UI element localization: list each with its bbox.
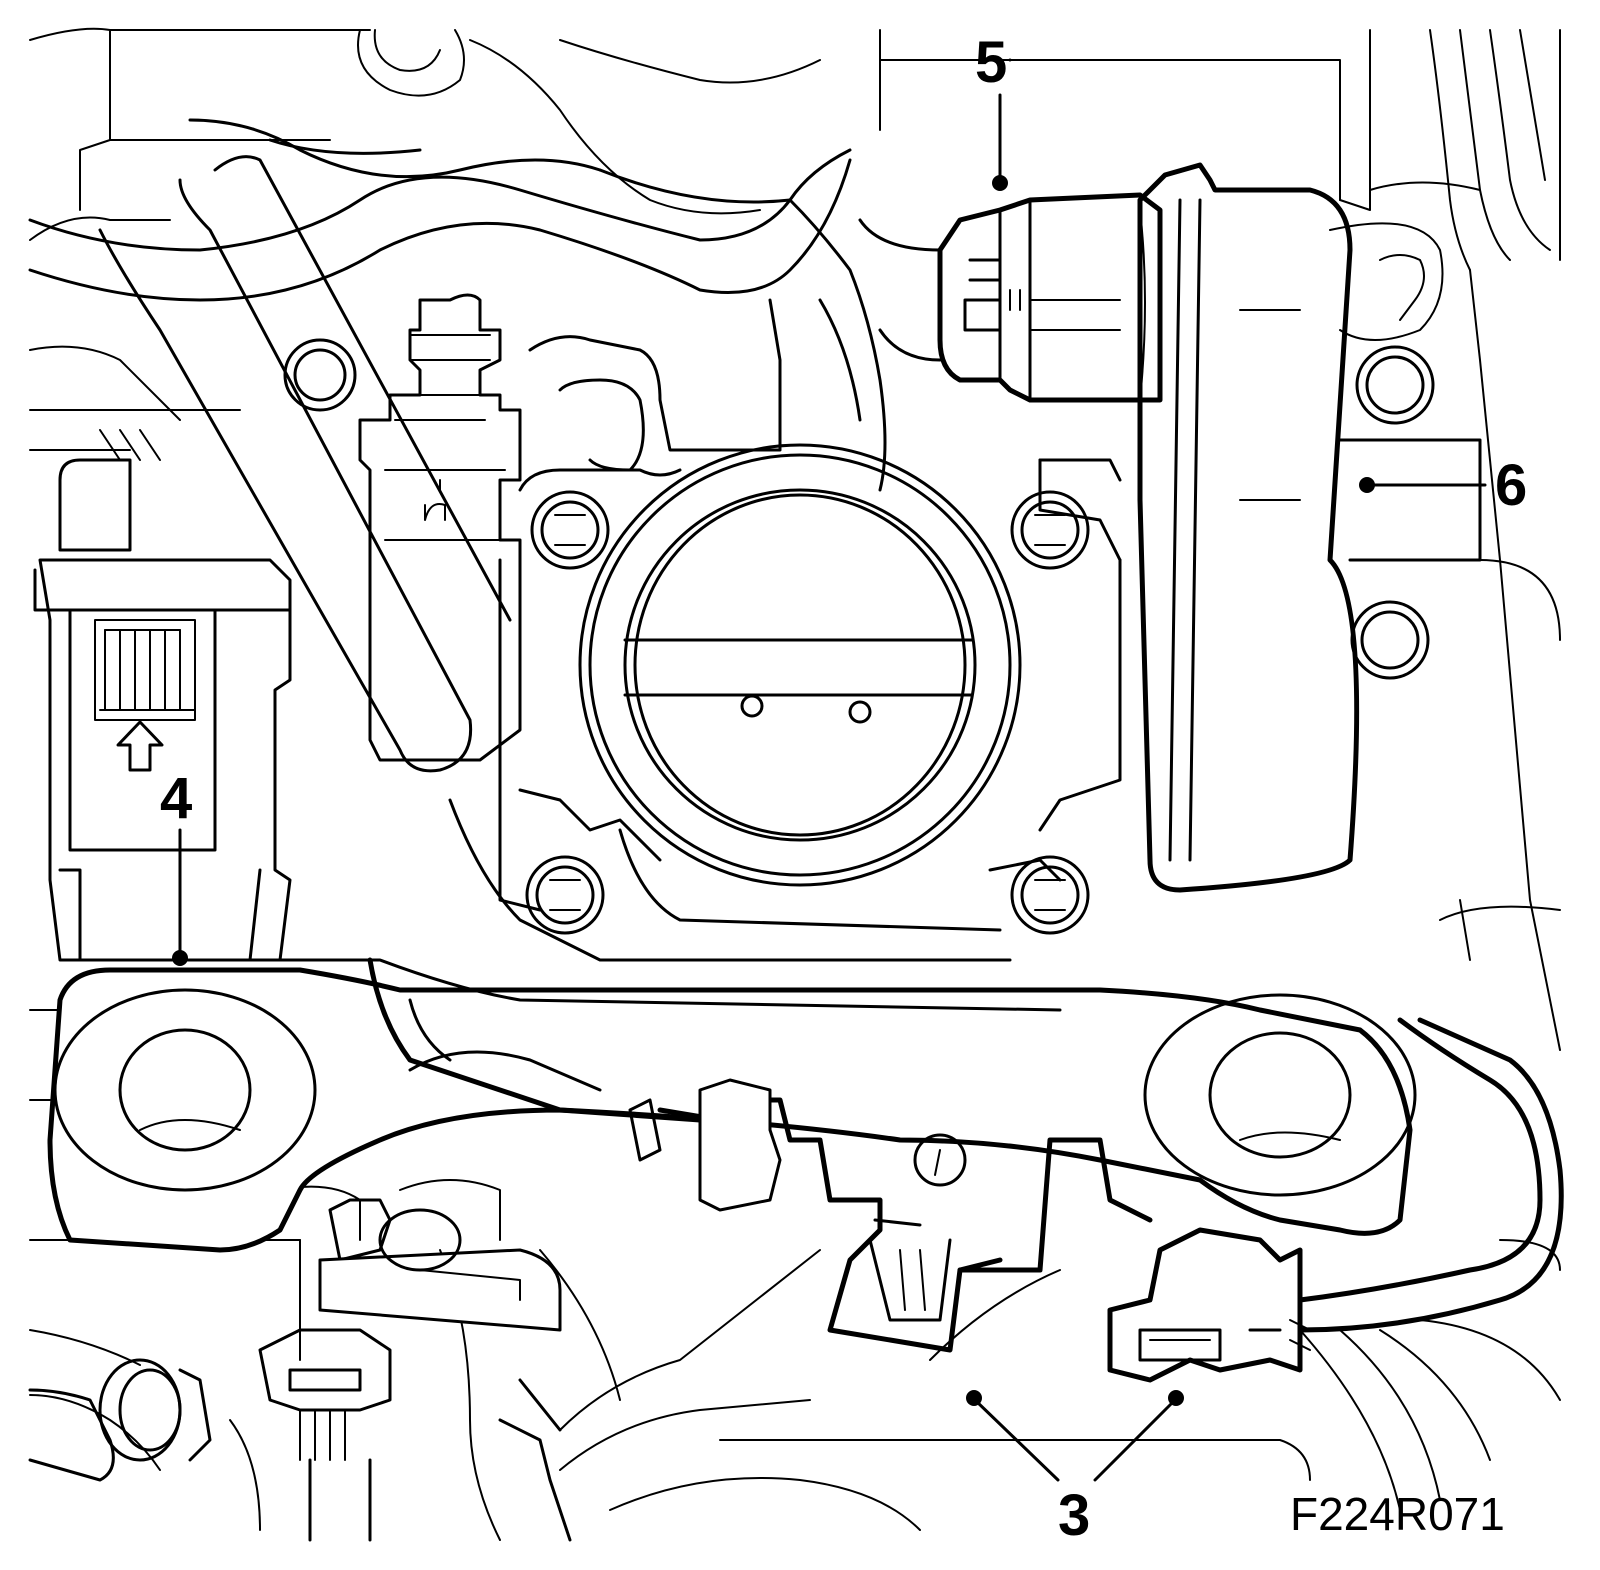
wiring-harness: [367, 957, 1564, 1383]
callout-5: 5: [975, 30, 1007, 95]
leader-4-dot: [172, 950, 188, 966]
figure-code: F224R071: [1290, 1488, 1505, 1540]
lower-left-hoses: [28, 1198, 572, 1542]
bolt-upper-right-engine: [1355, 345, 1435, 425]
callout-4: 4: [160, 766, 192, 831]
air-valve: [358, 293, 522, 762]
background-engine-parts: [29, 27, 1561, 1541]
bolt-top-right: [1010, 490, 1090, 570]
throttle-bore: [578, 443, 1022, 887]
callout-3: 3: [1058, 1483, 1090, 1548]
leader-3b-dot: [1168, 1390, 1184, 1406]
leader-lines: [172, 58, 1487, 1482]
bolt-bottom-right: [1010, 855, 1090, 935]
upper-hose: [28, 118, 887, 492]
bolt-top-left: [530, 490, 610, 570]
throttle-body-housing: [448, 298, 1122, 962]
bolts: [283, 338, 1435, 935]
bolt-bottom-left: [525, 855, 605, 935]
bolt-upper-left-engine: [283, 338, 357, 412]
leader-6-dot: [1359, 477, 1375, 493]
left-sensor-connector: [33, 429, 292, 962]
throttle-actuator-housing: [1137, 162, 1482, 893]
bolt-right-lower: [1350, 600, 1430, 680]
actuator-connector: [858, 192, 1163, 403]
leader-3a-dot: [966, 1390, 982, 1406]
leader-3a: [973, 1398, 1060, 1482]
leader-3b: [1093, 1398, 1177, 1482]
diagonal-hose: [98, 155, 512, 773]
callout-6: 6: [1495, 453, 1527, 518]
leader-5-dot: [992, 175, 1008, 191]
